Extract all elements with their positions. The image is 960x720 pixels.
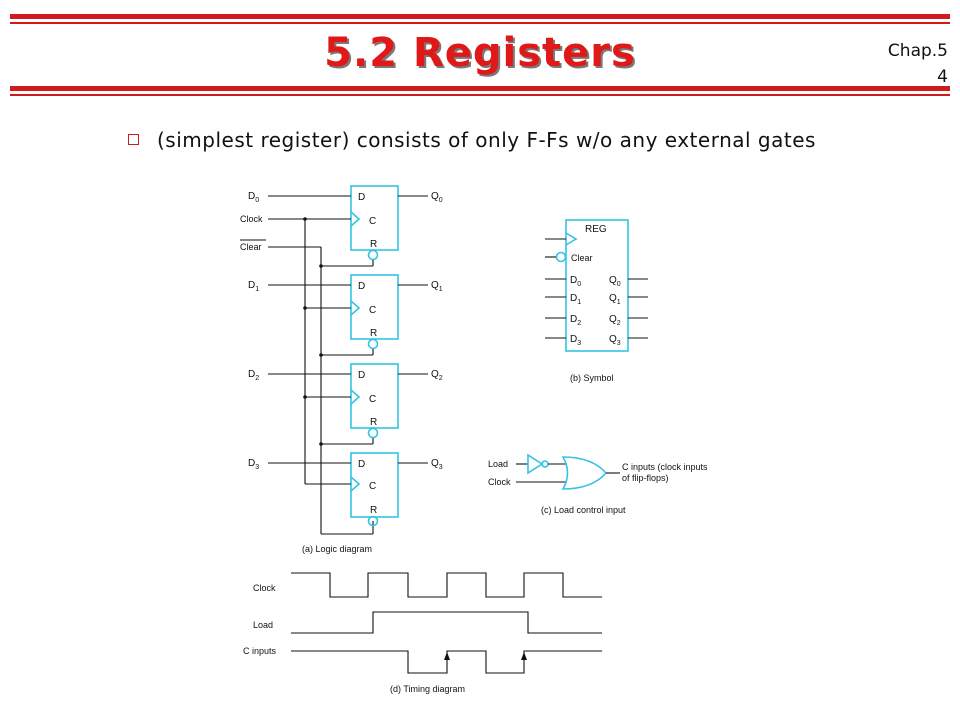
ff0-pin-d: D (358, 192, 365, 203)
ff1-pin-r: R (370, 328, 377, 339)
reg-name-label: REG (585, 224, 607, 235)
timing-diagram: Clock Load C inputs (d) Timing diagram (243, 572, 602, 694)
title-rule-thin (10, 94, 950, 96)
input-d2-label: D2 (248, 369, 259, 382)
ff3-pin-d: D (358, 459, 365, 470)
top-rule-thick (10, 14, 950, 19)
ff0-pin-c: C (369, 216, 376, 227)
output-q3-label: Q3 (431, 458, 443, 471)
ff0-clock-junction (303, 217, 307, 221)
load-input-label: Load (488, 459, 508, 469)
c-inputs-label-line1: C inputs (clock inputs (622, 462, 708, 472)
chapter-number: Chap.5 (887, 41, 948, 61)
ff1-clock-triangle (350, 300, 361, 316)
page-number: 4 (937, 67, 948, 87)
output-q2-label: Q2 (431, 369, 443, 382)
logic-diagram-caption: (a) Logic diagram (302, 544, 372, 554)
ff1-clear-junction (319, 353, 323, 357)
not-gate-icon (527, 453, 544, 475)
timing-c-inputs-label: C inputs (243, 646, 277, 656)
c-inputs-label-line2: of flip-flops) (622, 473, 669, 483)
load-waveform (291, 611, 602, 634)
ff2-pin-d: D (358, 370, 365, 381)
reg-d1-label: D1 (570, 293, 581, 306)
load-control-caption: (c) Load control input (541, 505, 626, 515)
slide-title: 5.2 Registers (324, 30, 636, 76)
reg-d0-label: D0 (570, 275, 581, 288)
timing-clock-label: Clock (253, 583, 276, 593)
reg-clock-triangle (565, 232, 578, 246)
input-d0-label: D0 (248, 191, 259, 204)
flip-flop-1: D C R Q1 (268, 274, 443, 357)
load-control: Load Clock C inputs (clock inputs of fli… (488, 453, 708, 515)
flip-flop-0: D C R Q0 (268, 185, 443, 268)
ff3-pin-c: C (369, 481, 376, 492)
rising-edge-arrow-2 (521, 652, 527, 660)
bullet-text: (simplest register) consists of only F-F… (157, 128, 816, 152)
timing-load-label: Load (253, 620, 273, 630)
ff1-pin-d: D (358, 281, 365, 292)
ff3-clock-triangle (350, 476, 361, 492)
clock-waveform (291, 572, 602, 598)
reg-clear-bubble (555, 251, 567, 263)
top-rule-thin (10, 22, 950, 24)
ff0-clock-triangle (350, 211, 361, 227)
reg-q1-label: Q1 (609, 293, 621, 306)
title-rule-thick (10, 86, 950, 91)
ff2-clear-junction (319, 442, 323, 446)
ff3-reset-bubble (367, 515, 379, 527)
ff2-clock-triangle (350, 389, 361, 405)
ff2-pin-r: R (370, 417, 377, 428)
symbol-caption: (b) Symbol (570, 373, 614, 383)
register-symbol: REG Clear D0 D1 D2 D3 Q0 Q1 Q2 Q3 (b) Sy… (545, 219, 648, 383)
input-d3-label: D3 (248, 458, 259, 471)
ff1-reset-bubble (367, 338, 379, 350)
ff0-reset-bubble (367, 249, 379, 261)
ff2-pin-c: C (369, 394, 376, 405)
or-gate-icon (561, 456, 608, 490)
clock-input-label: Clock (488, 477, 511, 487)
rising-edge-arrow-1 (444, 652, 450, 660)
reg-q2-label: Q2 (609, 314, 621, 327)
ff0-clear-junction (319, 264, 323, 268)
ff2-clock-junction (303, 395, 307, 399)
c-inputs-waveform (291, 650, 602, 674)
output-q1-label: Q1 (431, 280, 443, 293)
logic-diagram: D0 Clock Clear D1 D2 D3 D (240, 185, 443, 554)
ff2-reset-bubble (367, 427, 379, 439)
chapter-label: Chap.5 4 (888, 38, 948, 90)
reg-q0-label: Q0 (609, 275, 621, 288)
bullet-item: (simplest register) consists of only F-F… (128, 128, 816, 152)
reg-symbol-box (565, 219, 629, 352)
timing-caption: (d) Timing diagram (390, 684, 465, 694)
reg-d3-label: D3 (570, 334, 581, 347)
reg-d2-label: D2 (570, 314, 581, 327)
input-clock-label: Clock (240, 214, 263, 224)
ff1-pin-c: C (369, 305, 376, 316)
output-q0-label: Q0 (431, 191, 443, 204)
flip-flop-3: D C R Q3 (268, 452, 443, 527)
ff3-pin-r: R (370, 505, 377, 516)
ff0-pin-r: R (370, 239, 377, 250)
bullet-square-icon (128, 134, 139, 145)
reg-clear-label: Clear (571, 253, 593, 263)
reg-q3-label: Q3 (609, 334, 621, 347)
flip-flop-2: D C R Q2 (268, 363, 443, 446)
ff1-clock-junction (303, 306, 307, 310)
input-d1-label: D1 (248, 280, 259, 293)
input-clear-label: Clear (240, 242, 262, 252)
